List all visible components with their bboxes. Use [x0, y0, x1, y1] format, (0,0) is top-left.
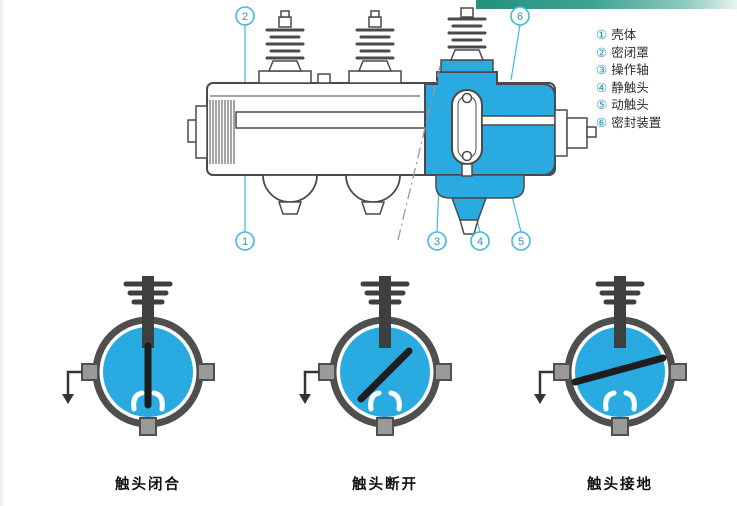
- ground-symbol: [62, 370, 82, 404]
- legend-label-5: 动触头: [611, 98, 649, 112]
- callout-4-number: 4: [477, 236, 483, 248]
- contact-open-diagram: 触头断开: [295, 272, 475, 494]
- insulator-stem: [379, 276, 391, 348]
- legend-label-2: 密闭罩: [611, 45, 649, 60]
- bottom-stub: [611, 417, 629, 436]
- bushing-middle: [348, 10, 402, 84]
- insulator-fins: [123, 281, 173, 305]
- caption-grounded: 触头接地: [587, 477, 653, 493]
- legend-num-6: ⑥: [596, 115, 608, 130]
- contact-fingers: [603, 390, 637, 412]
- section-line: [397, 65, 441, 241]
- ground-symbol: [299, 370, 319, 404]
- right-terminal: [434, 363, 452, 381]
- contact-capsule: [451, 89, 483, 177]
- legend-num-1: ①: [596, 28, 608, 42]
- legend-label-4: 静触头: [611, 80, 649, 95]
- caption-closed: 触头闭合: [115, 477, 181, 493]
- legend-num-2: ②: [596, 45, 608, 60]
- blade-grounded: [571, 354, 667, 386]
- insulator-stem: [142, 276, 154, 348]
- switch-cross-section-diagram: 2 6 1 3 4 5: [187, 6, 597, 251]
- callout-1-number: 1: [242, 236, 248, 248]
- contact-closed-diagram: 触头闭合: [58, 272, 238, 494]
- insulator-fins: [595, 281, 645, 305]
- contact-closed-drawing: [62, 276, 215, 436]
- page-left-edge: [0, 0, 6, 506]
- left-terminal: [318, 363, 336, 381]
- contact-grounded-diagram: 触头接地: [530, 272, 710, 494]
- bushing-right: [440, 7, 494, 73]
- right-terminal: [197, 363, 215, 381]
- blade-open: [357, 347, 413, 403]
- contact-fingers: [368, 390, 402, 412]
- insulator-stem: [614, 276, 626, 348]
- callout-3-number: 3: [434, 236, 440, 248]
- callout-6-number: 6: [517, 11, 523, 23]
- legend-label-1: 壳体: [611, 28, 637, 42]
- callout-bubbles: 2 6 1 3 4 5: [235, 6, 531, 251]
- ground-symbol: [534, 370, 554, 404]
- tank-bottom-bulges: [262, 174, 401, 215]
- contact-open-drawing: [299, 276, 452, 436]
- legend-num-3: ③: [596, 63, 608, 77]
- callout-2-number: 2: [242, 11, 248, 23]
- bushing-left: [258, 10, 312, 84]
- gas-chamber: [424, 71, 556, 235]
- legend-label-6: 密封装置: [611, 115, 662, 130]
- legend-num-5: ⑤: [596, 98, 608, 112]
- contact-fingers: [131, 390, 165, 412]
- contact-grounded-drawing: [534, 276, 687, 436]
- bottom-stub: [139, 417, 157, 436]
- left-terminal: [81, 363, 99, 381]
- insulator-fins: [360, 281, 410, 305]
- bellows-end-cap: [187, 100, 235, 164]
- legend-label-3: 操作轴: [611, 63, 649, 77]
- switch-position-diagrams: 触头闭合: [0, 272, 737, 493]
- right-terminal: [669, 363, 687, 381]
- sealing-device: [481, 109, 597, 157]
- left-terminal: [553, 363, 571, 381]
- caption-open: 触头断开: [352, 477, 418, 493]
- callout-5-number: 5: [518, 236, 524, 248]
- bottom-stub: [376, 417, 394, 436]
- decorative-green-bar: [476, 0, 737, 9]
- legend-num-4: ④: [596, 80, 608, 95]
